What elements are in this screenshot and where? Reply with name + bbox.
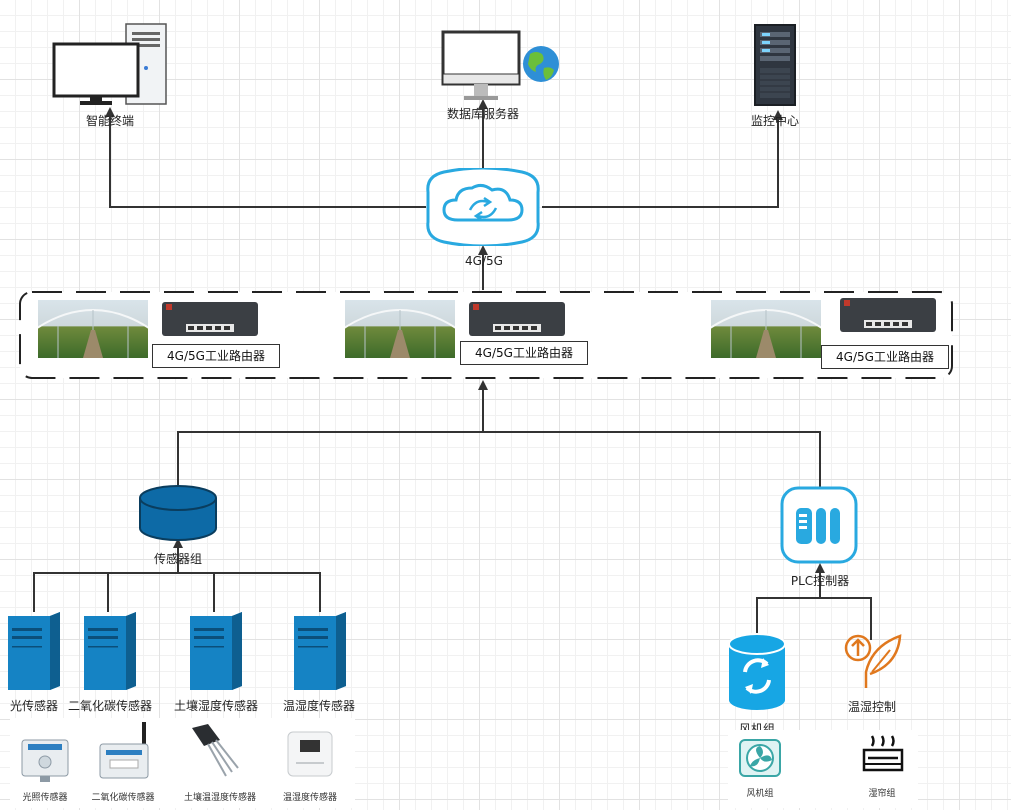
line-bus-to-router bbox=[177, 431, 821, 487]
sensor-photo-label-1: 光照传感器 bbox=[22, 793, 68, 803]
terminal-node bbox=[52, 22, 168, 106]
humidifier-photo-label: 湿帘组 bbox=[868, 789, 896, 799]
cloud-sync-icon bbox=[426, 166, 540, 248]
router-device-3 bbox=[838, 294, 938, 336]
line-cloud-to-terminal bbox=[105, 107, 426, 208]
fan-photo-label: 风机组 bbox=[746, 789, 774, 799]
cloud-label: 4G/5G bbox=[465, 254, 503, 268]
humidifier-pad-device-icon bbox=[862, 735, 904, 772]
greenhouse-photo-3 bbox=[711, 300, 821, 358]
line-cloud-to-monitor bbox=[542, 110, 783, 208]
cabinet-icon bbox=[8, 612, 60, 690]
sensor-group-node bbox=[138, 484, 218, 542]
greenhouse-photo-2 bbox=[345, 300, 455, 358]
sensor-cabinet-2 bbox=[82, 612, 138, 694]
sensor-label-4: 温湿度传感器 bbox=[282, 699, 355, 713]
fan-group-node bbox=[727, 632, 787, 712]
plc-node bbox=[780, 486, 858, 564]
db-server-label: 数据库服务器 bbox=[446, 107, 519, 121]
server-rack-icon bbox=[754, 24, 796, 106]
sensor-photo-label-2: 二氧化碳传感器 bbox=[91, 793, 155, 803]
router-label-2: 4G/5G工业路由器 bbox=[460, 341, 588, 365]
sensor-photo-label-4: 温湿度传感器 bbox=[282, 793, 337, 803]
sensor-label-1: 光传感器 bbox=[9, 699, 58, 713]
sensor-cabinet-4 bbox=[292, 612, 348, 694]
soil-sensor-device-icon bbox=[192, 724, 239, 777]
plc-label: PLC控制器 bbox=[790, 574, 850, 588]
fan-device-icon bbox=[739, 739, 781, 777]
cabinet-icon bbox=[294, 612, 346, 690]
terminal-label: 智能终端 bbox=[85, 114, 134, 128]
cabinet-icon bbox=[190, 612, 242, 690]
greenhouse-photo-1 bbox=[38, 300, 148, 358]
sensor-cabinet-3 bbox=[188, 612, 244, 694]
sensor-group-label: 传感器组 bbox=[153, 552, 202, 566]
sensor-label-2: 二氧化碳传感器 bbox=[67, 699, 152, 713]
terminal-computer-icon bbox=[52, 23, 167, 105]
router-label-3: 4G/5G工业路由器 bbox=[821, 345, 949, 369]
temp-control-node bbox=[842, 632, 902, 692]
router-device-2 bbox=[467, 298, 567, 340]
sensor-cabinet-1 bbox=[6, 612, 62, 694]
co2-sensor-device-icon bbox=[99, 722, 149, 779]
db-server-node bbox=[440, 30, 564, 104]
temp-humidity-sensor-device-icon bbox=[287, 731, 333, 777]
plc-controller-icon bbox=[780, 486, 858, 564]
monitor-center-node bbox=[754, 24, 796, 106]
fan-sync-icon bbox=[728, 633, 786, 710]
cabinet-icon bbox=[84, 612, 136, 690]
sensor-label-3: 土壤湿度传感器 bbox=[173, 699, 258, 713]
light-sensor-device-icon bbox=[21, 739, 69, 782]
monitor-center-label: 监控中心 bbox=[750, 114, 799, 128]
sensor-photo-label-3: 土壤温湿度传感器 bbox=[183, 793, 256, 803]
database-cylinder-icon bbox=[139, 485, 217, 541]
cloud-node bbox=[424, 166, 542, 248]
database-server-icon bbox=[441, 30, 559, 100]
temp-control-label: 温湿控制 bbox=[847, 700, 896, 714]
line-plc-bus bbox=[756, 597, 872, 640]
router-device-1 bbox=[160, 298, 260, 340]
router-label-1: 4G/5G工业路由器 bbox=[152, 344, 280, 368]
sprout-arrow-icon bbox=[844, 634, 902, 688]
line-sensor-bus bbox=[33, 572, 321, 612]
